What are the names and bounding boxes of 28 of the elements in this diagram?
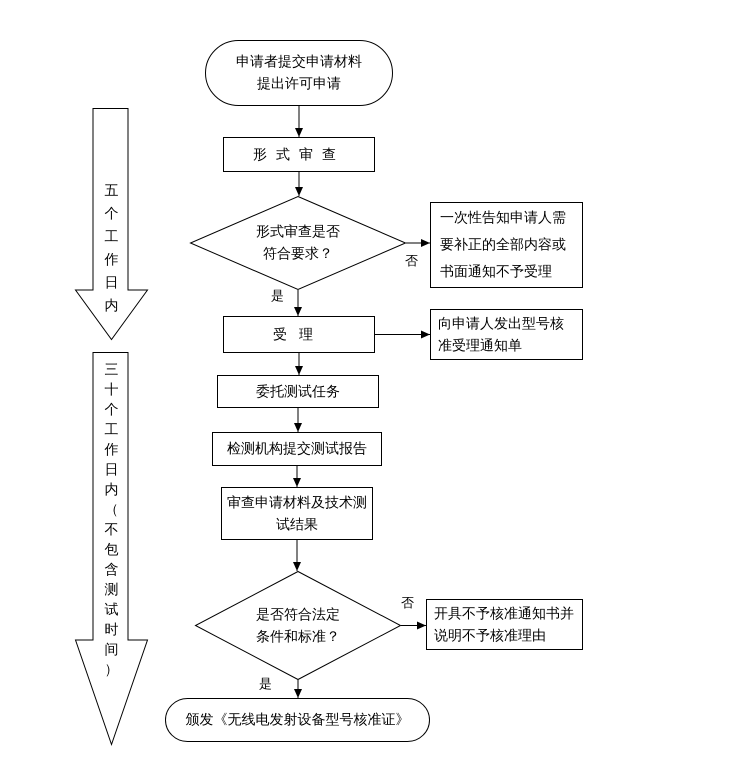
arrow — [406, 239, 430, 247]
process-box: 一次性告知申请人需要补正的全部内容或书面通知不予受理 — [430, 202, 583, 288]
process-box: 检测机构提交测试报告 — [212, 432, 382, 466]
arrow — [295, 106, 303, 138]
arrow — [293, 540, 301, 572]
terminal-box: 申请者提交申请材料提出许可申请 — [205, 40, 393, 106]
edge-label: 否 — [404, 254, 419, 269]
decision-diamond: 形式审查是否符合要求？ — [190, 196, 406, 290]
arrow — [295, 172, 303, 196]
process-box: 委托测试任务 — [217, 375, 379, 408]
arrow — [293, 466, 301, 488]
process-box: 形式审查 — [223, 137, 375, 172]
process-box: 受理 — [223, 316, 375, 353]
arrow — [400, 622, 426, 630]
arrow — [294, 290, 302, 316]
process-box: 开具不予核准通知书并说明不予核准理由 — [426, 599, 583, 650]
duration-marker: 五个工作日内 — [75, 108, 148, 340]
arrow — [295, 352, 303, 376]
terminal-box: 颁发《无线电发射设备型号核准证》 — [165, 698, 430, 742]
process-box: 向申请人发出型号核准受理通知单 — [430, 309, 583, 360]
arrow — [294, 680, 302, 698]
edge-label: 是 — [270, 289, 285, 304]
arrow — [374, 330, 430, 338]
edge-label: 否 — [400, 596, 415, 611]
process-box: 审查申请材料及技术测试结果 — [221, 487, 373, 540]
duration-marker: 三十个工作日内（不包含测试时间） — [75, 352, 148, 745]
edge-label: 是 — [258, 677, 273, 692]
arrow — [294, 408, 302, 432]
